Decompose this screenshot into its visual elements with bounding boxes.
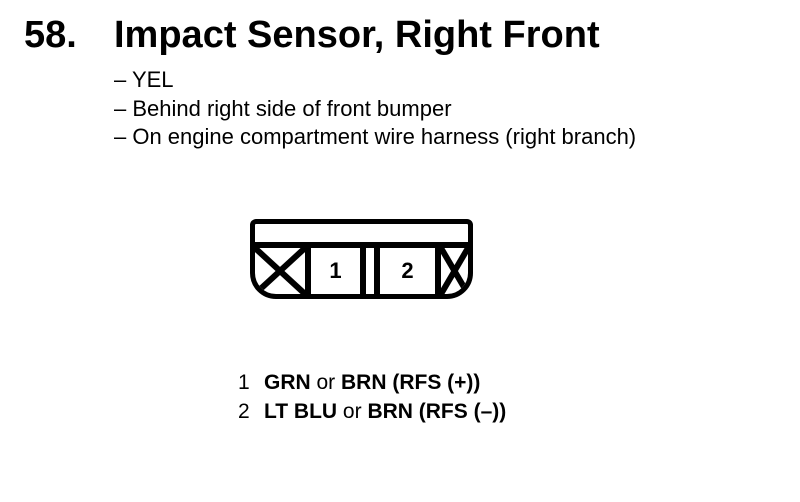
item-number: 58.: [24, 14, 77, 56]
connector-top-band: [255, 224, 468, 248]
pin-cavity-1: 1: [311, 248, 366, 294]
legend-wire-description: LT BLU or BRN (RFS (–)): [264, 399, 507, 423]
x-mark-icon: [441, 248, 468, 294]
detail-line: – Behind right side of front bumper: [114, 95, 452, 121]
blocked-cavity-left: [255, 248, 311, 294]
detail-list: – YEL – Behind right side of front bumper…: [114, 66, 636, 152]
page-title: Impact Sensor, Right Front: [114, 14, 600, 56]
pin-cavity-label: 2: [401, 258, 414, 283]
pin-legend: 1 GRN or BRN (RFS (+)) 2 LT BLU or BRN (RFS…: [238, 369, 506, 426]
legend-pin-number: 1: [238, 371, 250, 394]
legend-row: 2 LT BLU or BRN (RFS (–)): [238, 398, 506, 427]
legend-row: 1 GRN or BRN (RFS (+)): [238, 369, 506, 398]
blocked-cavity-right: [441, 248, 468, 294]
x-mark-icon: [255, 248, 305, 294]
pin-cavity-2: 2: [374, 248, 441, 294]
page-heading: 58. Impact Sensor, Right Front: [24, 13, 600, 57]
detail-line: – On engine compartment wire harness (ri…: [114, 124, 637, 149]
cavity-divider-gap: [366, 248, 374, 294]
connector-cavity-row: 1 2: [255, 248, 468, 294]
legend-pin-number: 2: [238, 399, 250, 423]
connector-diagram: 1 2: [250, 219, 473, 299]
legend-wire-description: GRN or BRN (RFS (+)): [264, 371, 481, 394]
pin-cavity-label: 1: [329, 258, 342, 283]
detail-line: – YEL: [114, 67, 174, 92]
